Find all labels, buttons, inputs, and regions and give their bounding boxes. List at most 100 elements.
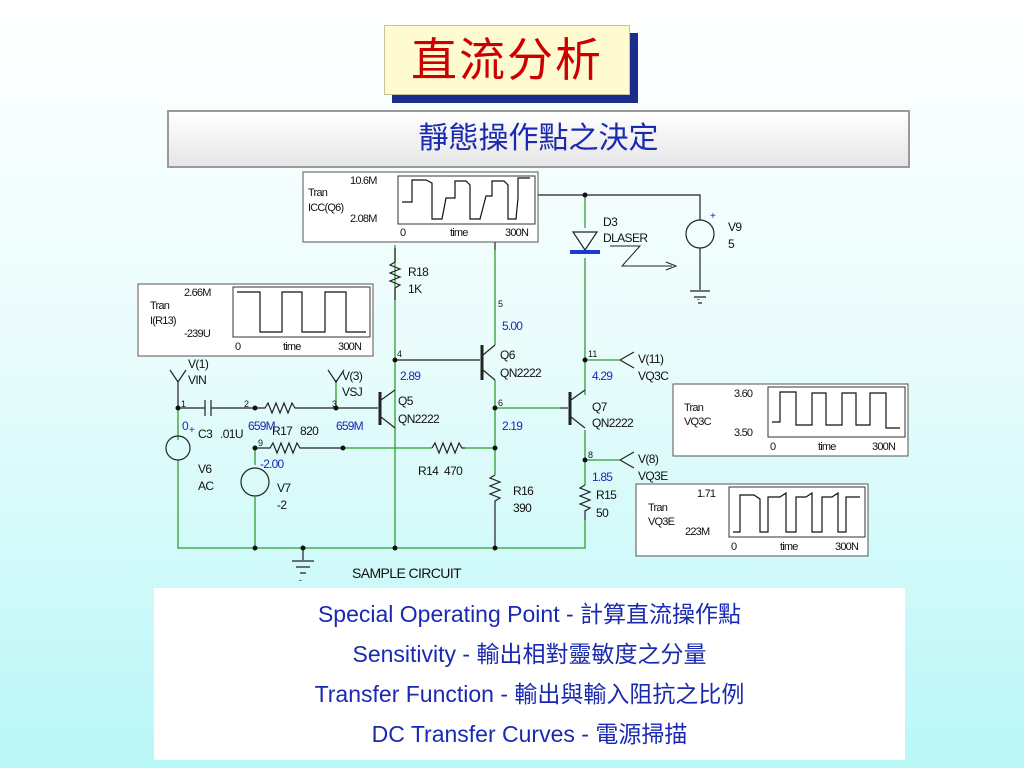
waveform-signal-name: VQ3E [648,516,675,528]
circuit-caption: SAMPLE CIRCUIT [352,565,462,581]
ground-minus-sign: - [697,294,700,304]
laser-diode-d3 [570,231,678,271]
waveform-max-value: 1.71 [697,488,716,500]
analysis-description: 電源掃描 [595,722,688,748]
node-voltage-5: 5.00 [502,319,523,333]
waveform-time-start: 0 [235,341,241,353]
waveform-signal-name: ICC(Q6) [308,202,343,214]
waveform-min-value: 223M [685,526,710,538]
v7-value: -2 [277,498,287,512]
v7-name: V7 [277,481,291,495]
waveform-i-r13: Tran I(R13) 2.66M -239U 0 time 300N [137,283,374,357]
probe-vin-name: VIN [188,373,206,387]
node-voltage-4: 2.89 [400,369,421,383]
node-number: 1 [181,399,186,409]
node-voltage-1: 0 [182,419,189,433]
node-number: 11 [588,349,597,359]
d3-name: D3 [603,215,618,229]
r18-name: R18 [408,265,429,279]
waveform-time-start: 0 [400,227,406,239]
node-number: 2 [244,399,249,409]
analysis-item: Sensitivity - 輸出相對靈敏度之分量 [154,634,905,674]
probe-vsj-label: V(3) [342,369,363,383]
r16-value: 390 [513,501,532,515]
r18-value: 1K [408,282,422,296]
waveform-min-value: 2.08M [350,213,377,225]
c3-value: .01U [220,427,243,441]
waveform-time-end: 300N [835,541,859,553]
waveform-signal-name: VQ3C [684,416,712,428]
node-voltage-11: 4.29 [592,369,613,383]
r15-value: 50 [596,506,609,520]
waveform-tran-label: Tran [150,300,170,312]
r16-name: R16 [513,484,534,498]
probe-vq3e-name: VQ3E [638,469,668,483]
waveform-time-end: 300N [505,227,529,239]
waveform-time-start: 0 [770,441,776,453]
c3-name: C3 [198,427,213,441]
probe-vq3c-label: V(11) [638,352,664,366]
node-voltage-6: 2.19 [502,419,523,433]
node-voltage-9: -2.00 [260,457,284,471]
q5-model: QN2222 [398,412,440,426]
analysis-item: Special Operating Point - 計算直流操作點 [154,594,905,634]
node-number: 8 [588,450,593,460]
node-voltage-8: 1.85 [592,470,613,484]
analysis-separator: - [493,681,515,707]
q5-name: Q5 [398,394,414,408]
analysis-description: 計算直流操作點 [580,602,742,628]
slide-subtitle: 靜態操作點之決定 [167,110,910,168]
waveform-tran-label: Tran [684,402,704,414]
waveform-max-value: 10.6M [350,175,377,187]
analysis-name: Transfer Function [314,681,494,707]
waveform-max-value: 2.66M [184,287,211,299]
v6-name: V6 [198,462,212,476]
probe-vsj-name: VSJ [342,385,363,399]
analysis-name: Sensitivity [352,641,457,667]
node-voltage-2: 659M [248,419,276,433]
waveform-vq3e: Tran VQ3E 1.71 223M 0 time 300N [635,483,869,557]
r15-name: R15 [596,488,617,502]
r17-name: R17 [272,424,293,438]
node-number: 4 [397,349,402,359]
r14-value: 470 [444,464,463,478]
r14-name: R14 [418,464,439,478]
q6-model: QN2222 [500,366,542,380]
waveform-time-label: time [818,441,836,453]
node-number: 9 [258,438,263,448]
waveform-min-value: 3.50 [734,427,753,439]
v6-plus-sign: + [189,425,195,436]
analysis-description: 輸出與輸入阻抗之比例 [514,682,745,708]
sample-circuit-diagram: R18 1K Q6 QN2222 Q5 QN2222 Q7 QN2222 D3 … [137,171,909,585]
r17-value: 820 [300,424,319,438]
waveform-time-label: time [450,227,468,239]
waveform-vq3c: Tran VQ3C 3.60 3.50 0 time 300N [672,383,909,457]
probe-vq3c-name: VQ3C [638,369,669,383]
node-number: 3 [332,399,337,409]
waveform-max-value: 3.60 [734,388,753,400]
waveform-time-label: time [283,341,301,353]
waveform-time-end: 300N [872,441,896,453]
slide-title: 直流分析 [384,25,630,95]
analysis-name: Special Operating Point [317,601,560,627]
circuit-wires [177,195,620,549]
waveform-icc-q6: Tran ICC(Q6) 10.6M 2.08M 0 time 300N [302,171,539,243]
node-number: 6 [498,398,503,408]
v9-name: V9 [728,220,742,234]
q7-name: Q7 [592,400,608,414]
analysis-name: DC Transfer Curves [371,721,575,747]
v6-value: AC [198,479,214,493]
d3-model: DLASER [603,231,648,245]
component-symbols [165,194,715,574]
probe-vq3e-label: V(8) [638,452,659,466]
analysis-description: 輸出相對靈敏度之分量 [476,642,707,668]
analysis-item: Transfer Function - 輸出與輸入阻抗之比例 [154,674,905,714]
waveform-signal-name: I(R13) [150,315,176,327]
q6-name: Q6 [500,348,516,362]
waveform-tran-label: Tran [308,187,328,199]
analysis-separator: - [574,721,596,747]
waveform-time-label: time [780,541,798,553]
node-voltage-3: 659M [336,419,364,433]
analysis-list-panel: Special Operating Point - 計算直流操作點 Sensit… [154,588,905,760]
junction-dots [175,192,588,551]
